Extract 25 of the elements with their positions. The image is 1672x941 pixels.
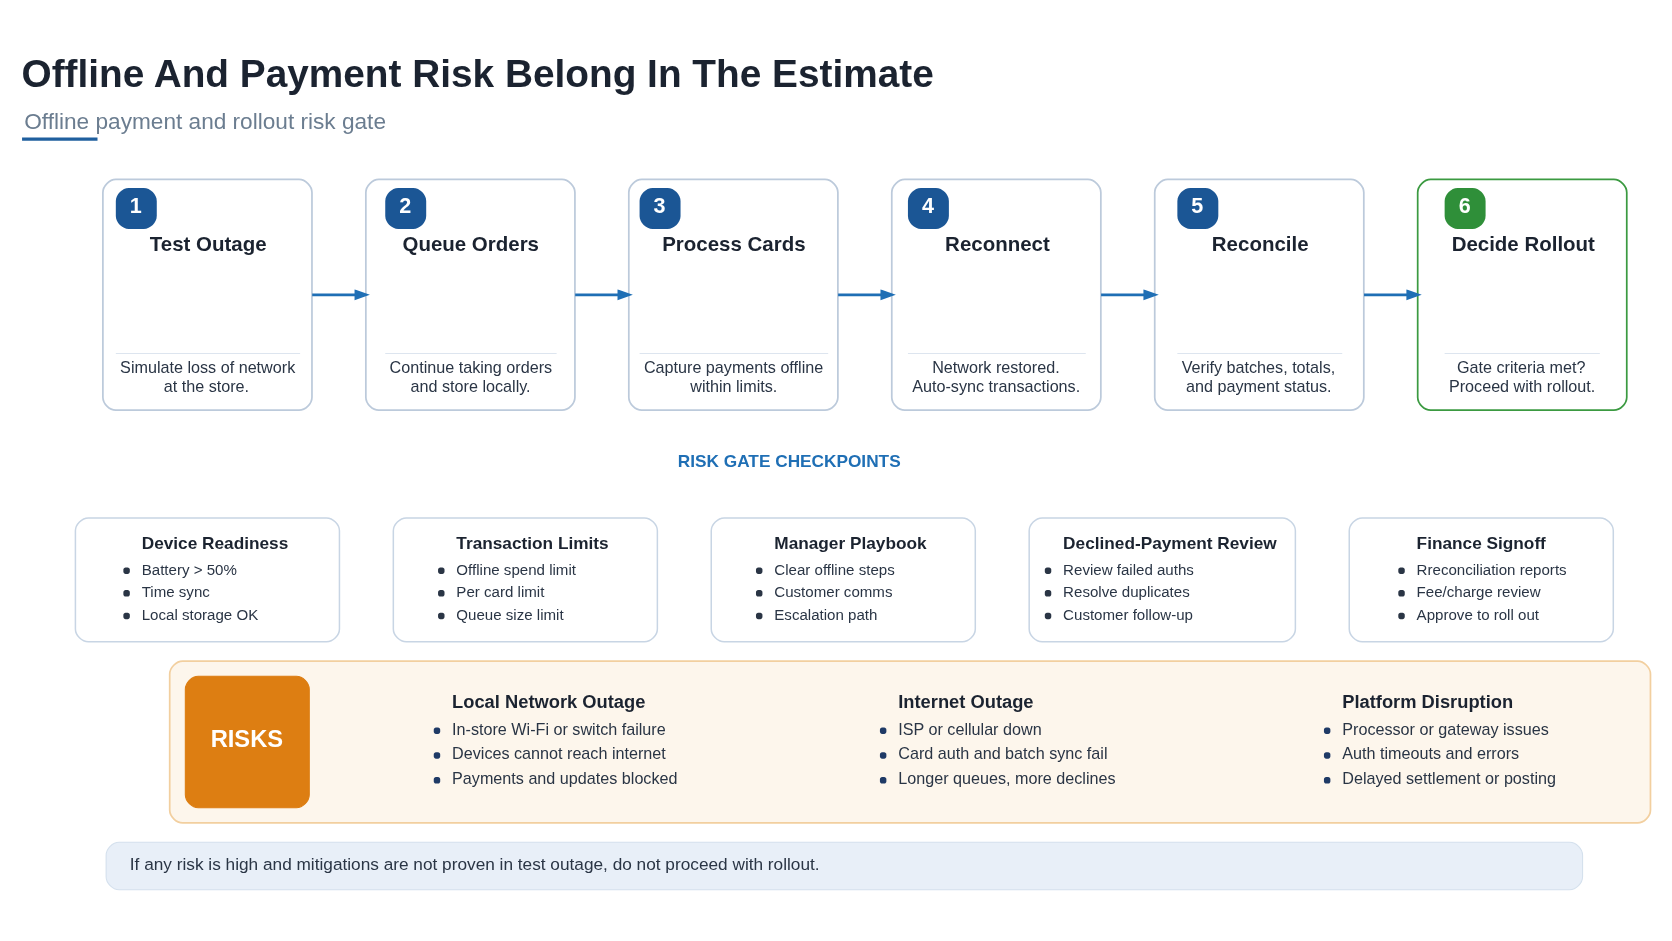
diagram-title: Offline And Payment Risk Belong In The Estimate <box>21 51 934 95</box>
arrow <box>1101 288 1159 300</box>
node-text: Local Network Outage In-store Wi-Fi or switch failure Devices cannot reach internet Payments and updates blocked <box>452 690 678 787</box>
label: Offline payment and rollout risk gate <box>24 108 386 134</box>
node-box: 4 Reconnect Network restored. Auto-sync transactions. <box>890 178 1102 411</box>
label: RISK GATE CHECKPOINTS <box>677 450 901 471</box>
node-box: Manager Playbook Clear offline steps Customer comms Escalation path <box>710 516 977 643</box>
arrow <box>312 288 370 300</box>
node-box: 2 Queue Orders Continue taking orders and store locally. <box>365 178 576 411</box>
arrow <box>1364 288 1422 300</box>
node-text: Internet Outage ISP or cellular down Card auth and batch sync fail Longer queues, more declines <box>898 690 1116 787</box>
node-box: 1 Test Outage Simulate loss of network at the store. <box>102 178 313 411</box>
node-box: Transaction Limits Offline spend limit Per card limit Queue size limit <box>392 516 659 643</box>
node-text: Platform Disruption Processor or gateway issues Auth timeouts and errors Delayed settlement or posting <box>1342 690 1556 787</box>
cluster <box>168 659 1652 824</box>
node-box: RISKS <box>184 675 310 808</box>
node-box: Declined-Payment Review Review failed auths Resolve duplicates Customer follow-up <box>1028 516 1297 643</box>
node-box: 5 Reconcile Verify batches, totals, and payment status. <box>1153 178 1365 411</box>
node-box: 6 Decide Rollout Gate criteria met? Proceed with rollout. <box>1416 178 1628 411</box>
node-box: 3 Process Cards Capture payments offline within limits. <box>627 178 839 411</box>
node-box: If any risk is high and mitigations are not proven in test outage, do not proceed with rollout. <box>105 841 1584 890</box>
arrow <box>575 288 633 300</box>
node-box: Device Readiness Battery > 50% Time sync Local storage OK <box>74 516 341 643</box>
arrow <box>838 288 896 300</box>
node-box: Finance Signoff Rreconciliation reports Fee/charge review Approve to roll out <box>1348 516 1615 643</box>
